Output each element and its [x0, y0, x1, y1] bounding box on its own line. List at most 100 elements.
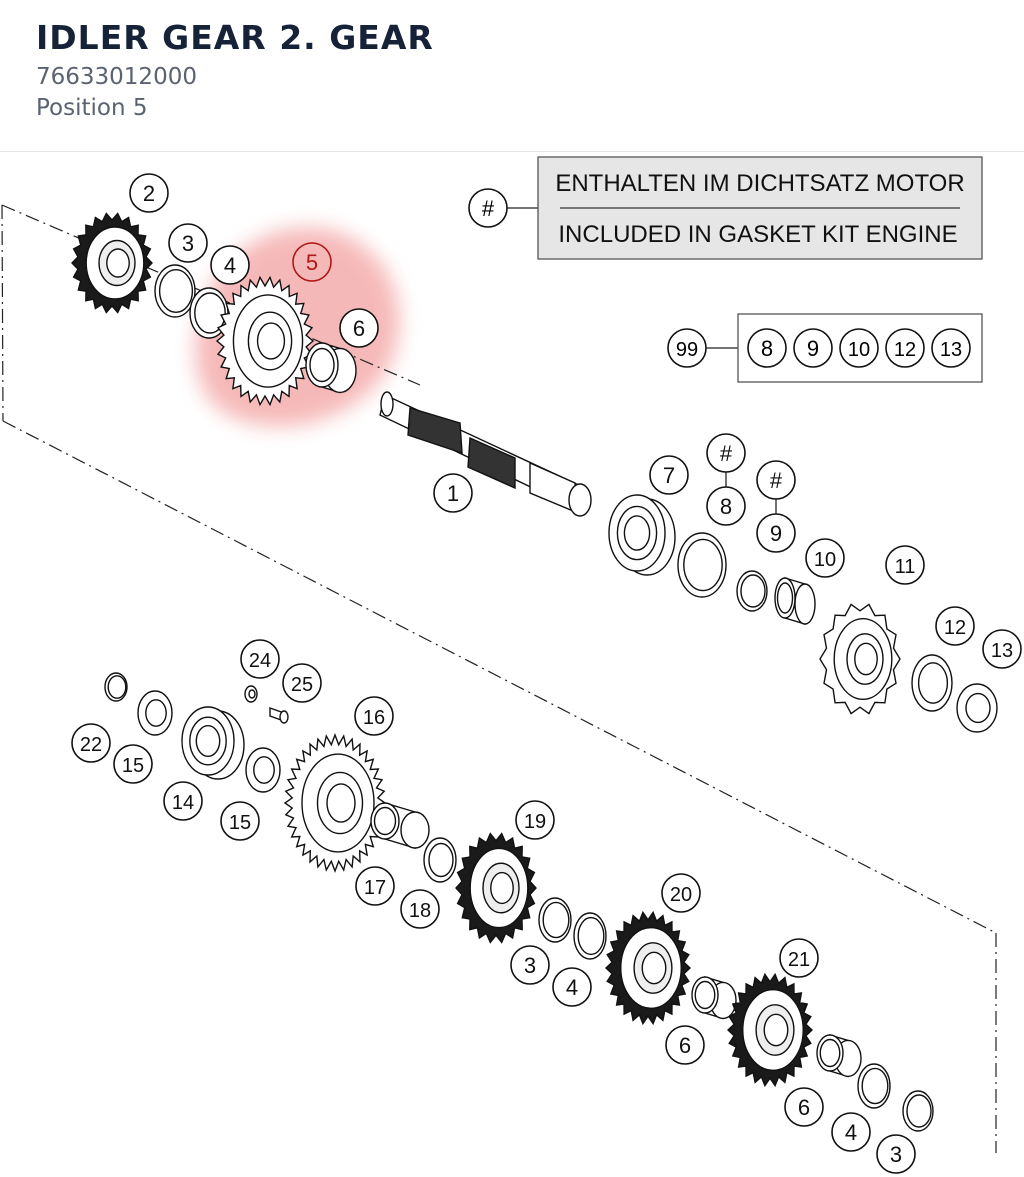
needle-cage-part-4c — [857, 1063, 891, 1109]
callout-label: 4 — [224, 253, 236, 278]
callout-label: 3 — [182, 231, 194, 256]
callout-label: 21 — [788, 949, 810, 971]
legend-text-en: INCLUDED IN GASKET KIT ENGINE — [558, 221, 957, 248]
callout-label: 6 — [798, 1095, 810, 1120]
callout-21[interactable]: 21 — [779, 938, 819, 978]
circlip-part-22 — [104, 672, 128, 702]
callout-3a[interactable]: 3 — [168, 223, 208, 263]
callout-label: 8 — [720, 494, 732, 519]
page-title: IDLER GEAR 2. GEAR — [36, 18, 434, 57]
callout-label: 9 — [770, 521, 782, 546]
callout-2[interactable]: 2 — [129, 173, 169, 213]
seal-part-8 — [677, 532, 727, 598]
callout-label: 18 — [409, 900, 431, 922]
callout-label: 17 — [364, 877, 386, 899]
legend-kit-item-label: 13 — [940, 339, 962, 361]
position-label: Position 5 — [36, 95, 148, 121]
callout-label: 2 — [143, 181, 155, 206]
callout-16[interactable]: 16 — [354, 696, 394, 736]
parts-drawings — [71, 212, 998, 1132]
callout-8[interactable]: 8 — [706, 486, 746, 526]
needle-bearing-part-17 — [370, 802, 430, 849]
gear-part-16 — [283, 733, 387, 873]
callout-label: 4 — [845, 1120, 857, 1145]
callout-label: 15 — [122, 755, 144, 777]
legend-kit-item-label: 9 — [807, 336, 819, 361]
callout-15a[interactable]: 15 — [113, 744, 153, 784]
washer-part-12 — [911, 654, 953, 712]
legend-kit-item-13[interactable]: 13 — [931, 328, 971, 368]
callout-12[interactable]: 12 — [935, 606, 975, 646]
callout-7[interactable]: 7 — [649, 455, 689, 495]
callout-19[interactable]: 19 — [515, 800, 555, 840]
shaft-part-1 — [379, 391, 592, 517]
thrust-washer-part-18 — [423, 837, 457, 883]
gear-part-20 — [604, 910, 692, 1026]
callout-4c[interactable]: 4 — [831, 1112, 871, 1152]
callout-18[interactable]: 18 — [400, 889, 440, 929]
callout-label: 5 — [306, 250, 318, 275]
callout-25[interactable]: 25 — [282, 663, 322, 703]
callout-9[interactable]: 9 — [756, 513, 796, 553]
legend-kit-item-label: 12 — [894, 339, 916, 361]
sprocket-part-11 — [819, 603, 901, 715]
callout-label: 6 — [353, 316, 365, 341]
gear-part-5 — [215, 275, 315, 407]
gear-part-19 — [455, 832, 537, 944]
bushing-part-6c — [816, 1034, 862, 1078]
callout-label: 25 — [291, 674, 313, 696]
callout-4a[interactable]: 4 — [210, 245, 250, 285]
gear-part-21 — [726, 972, 814, 1088]
callout-3c[interactable]: 3 — [876, 1134, 916, 1174]
callout-11[interactable]: 11 — [885, 545, 925, 585]
callout-24[interactable]: 24 — [240, 639, 280, 679]
callout-17[interactable]: 17 — [355, 866, 395, 906]
callout-15b[interactable]: 15 — [220, 801, 260, 841]
callout-8h[interactable]: # — [706, 433, 746, 473]
legend-kit-item-8[interactable]: 8 — [747, 328, 787, 368]
legend-kit-item-label: 10 — [848, 339, 870, 361]
legend-kit-item-12[interactable]: 12 — [885, 328, 925, 368]
callout-label: 12 — [944, 617, 966, 639]
callout-13[interactable]: 13 — [982, 629, 1022, 669]
callout-label: 3 — [890, 1142, 902, 1167]
page-header: IDLER GEAR 2. GEAR 76633012000 Position … — [0, 0, 1024, 152]
washer-part-15a — [137, 690, 173, 736]
callout-9h[interactable]: # — [756, 460, 796, 500]
callout-label: 10 — [814, 549, 836, 571]
callout-label: 15 — [229, 812, 251, 834]
callout-3b[interactable]: 3 — [510, 945, 550, 985]
callout-label: # — [720, 441, 733, 466]
callout-10[interactable]: 10 — [805, 538, 845, 578]
callout-6b[interactable]: 6 — [665, 1025, 705, 1065]
circlip-part-3b — [538, 897, 572, 943]
legend-text-de: ENTHALTEN IM DICHTSATZ MOTOR — [555, 170, 964, 197]
callout-label: 24 — [249, 650, 271, 672]
callout-label: 6 — [679, 1033, 691, 1058]
gear-part-2 — [71, 212, 153, 314]
legend-kit-99-circle[interactable]: 99 — [667, 328, 707, 368]
ring-part-9 — [736, 570, 768, 612]
callout-label: # — [770, 468, 783, 493]
callout-22[interactable]: 22 — [71, 723, 111, 763]
callout-6a[interactable]: 6 — [339, 308, 379, 348]
bushing-part-6b — [691, 976, 737, 1020]
bearing-part-14 — [181, 706, 245, 780]
callout-14[interactable]: 14 — [163, 781, 203, 821]
callout-label: 20 — [670, 884, 692, 906]
exploded-parts-diagram: ENTHALTEN IM DICHTSATZ MOTOR INCLUDED IN… — [1, 156, 1022, 1174]
callout-6c[interactable]: 6 — [784, 1087, 824, 1127]
callout-label: 1 — [447, 481, 459, 506]
callout-label: 11 — [895, 556, 916, 578]
legend-kit-item-label: 8 — [761, 336, 773, 361]
callout-4b[interactable]: 4 — [552, 967, 592, 1007]
callout-label: 7 — [663, 463, 675, 488]
legend-kit-item-9[interactable]: 9 — [793, 328, 833, 368]
callout-1[interactable]: 1 — [433, 473, 473, 513]
callout-20[interactable]: 20 — [661, 873, 701, 913]
bushing-part-6a — [305, 342, 357, 394]
callout-label: 14 — [172, 792, 194, 814]
legend-kit-item-10[interactable]: 10 — [839, 328, 879, 368]
callout-5[interactable]: 5 — [292, 242, 332, 282]
